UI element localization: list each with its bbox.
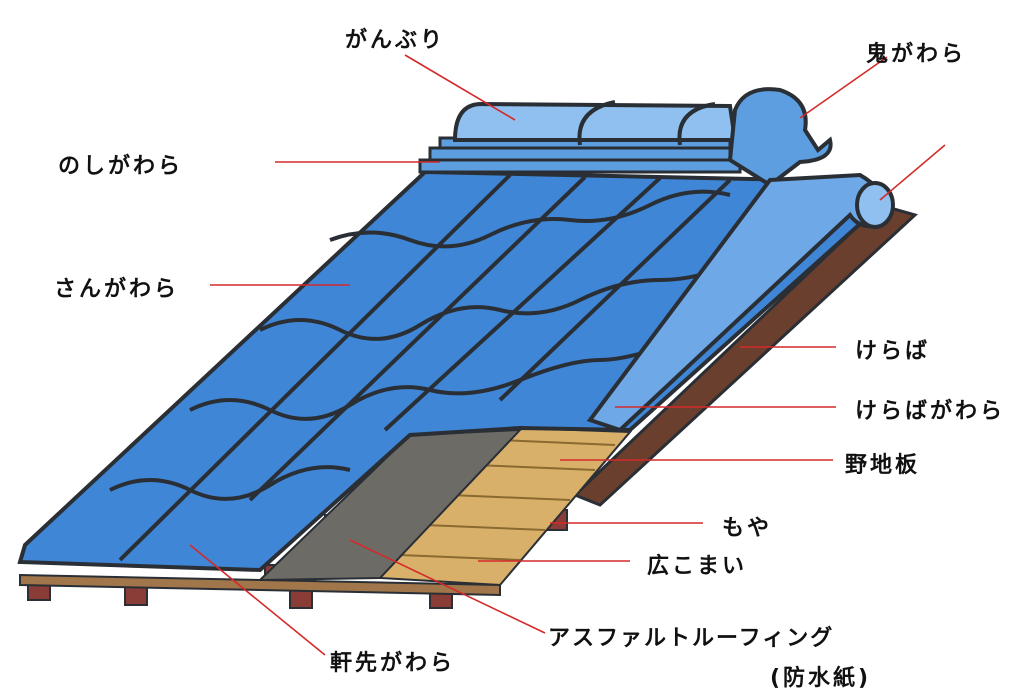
label-moya: もや xyxy=(722,516,773,541)
label-nojiita: 野地板 xyxy=(845,453,921,478)
onigawara xyxy=(727,87,833,188)
ganburi-tile xyxy=(452,101,738,142)
label-kerabagawara: けらばがわら xyxy=(855,399,1006,424)
verge-board xyxy=(572,203,918,507)
label-noshigawara: のしがわら xyxy=(58,154,184,179)
label-onigawara: 鬼がわら xyxy=(866,42,967,67)
label-nokisakigawara: 軒先がわら xyxy=(330,651,456,676)
leader-lines xyxy=(189,54,946,656)
label-ganburi: がんぶり xyxy=(345,28,446,53)
label-hirokomai: 広こまい xyxy=(647,554,748,579)
label-keraba: けらば xyxy=(855,339,931,364)
label-asphalt-roofing: アスファルトルーフィング xyxy=(548,626,835,651)
label-sangawara: さんがわら xyxy=(54,277,180,302)
label-waterproof-paper: (防水紙) xyxy=(770,666,872,691)
